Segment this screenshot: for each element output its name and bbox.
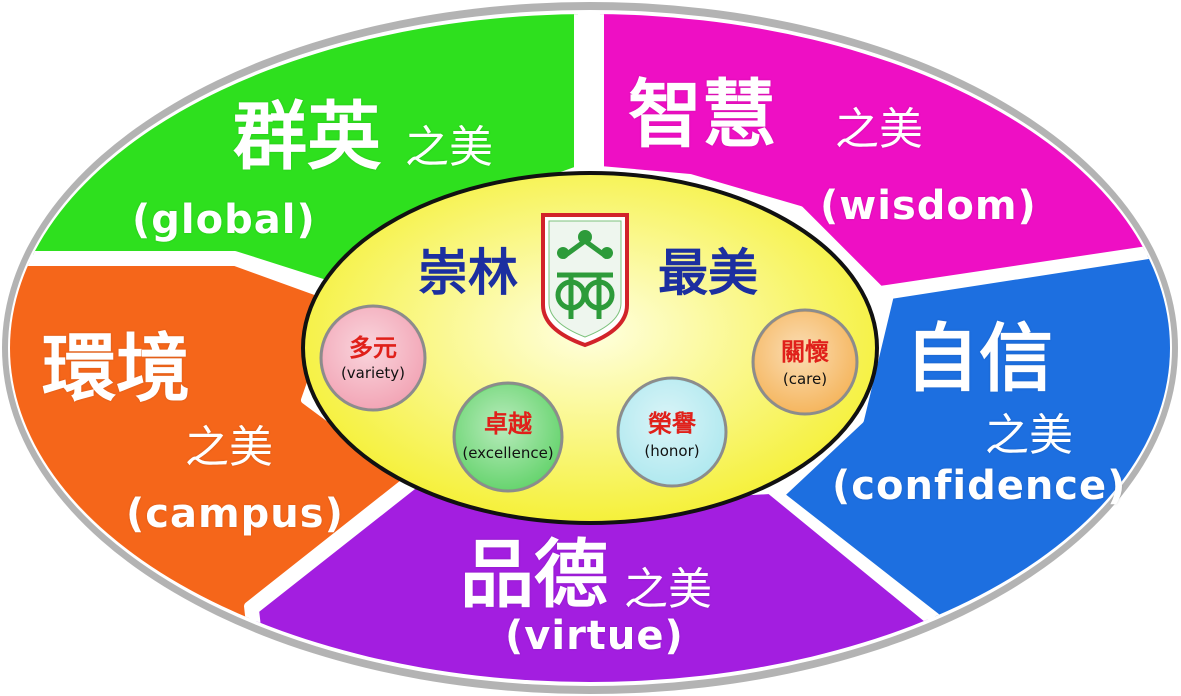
bubble-care <box>751 308 859 416</box>
center-ellipse <box>301 171 879 525</box>
bubble-honor <box>616 376 728 488</box>
bubble-excellence <box>452 381 564 493</box>
bubble-variety <box>319 304 427 412</box>
school-crest-icon <box>541 213 629 348</box>
